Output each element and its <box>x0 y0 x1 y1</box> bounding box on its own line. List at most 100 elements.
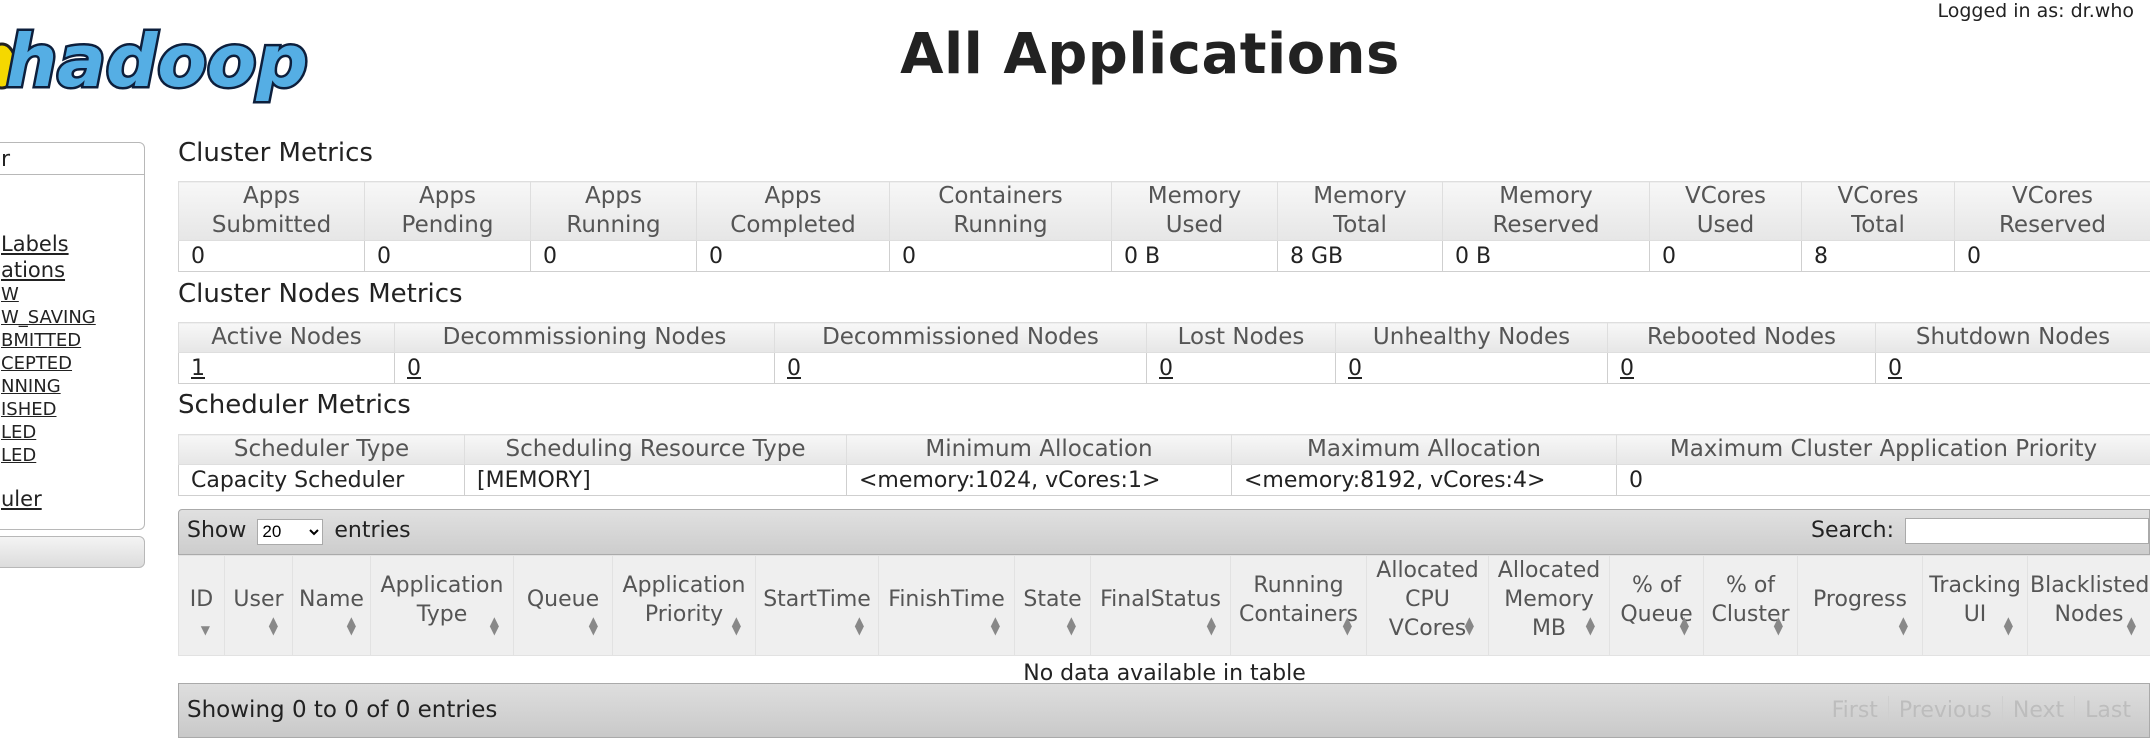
sidebar-item-applications[interactable]: ations <box>1 258 66 282</box>
metric-value: [MEMORY] <box>464 464 847 496</box>
metric-value: 0 <box>696 240 890 272</box>
scheduler-metrics-title: Scheduler Metrics <box>178 390 411 420</box>
sidebar-cluster-header[interactable]: r <box>0 143 144 175</box>
sidebar-item-scheduler[interactable]: uler <box>1 487 42 511</box>
col-id[interactable]: ID▼ <box>178 555 225 656</box>
col-final-status[interactable]: FinalStatus▲▼ <box>1090 555 1231 656</box>
sidebar-item-failed[interactable]: LED <box>1 422 37 443</box>
sort-both-icon: ▲▼ <box>588 614 598 637</box>
nodes-metrics-title: Cluster Nodes Metrics <box>178 279 463 309</box>
metric-value: 0 B <box>1111 240 1278 272</box>
metric-value: 8 GB <box>1277 240 1443 272</box>
sidebar-item-new[interactable]: W <box>1 284 19 305</box>
table-row: Capacity Scheduler [MEMORY] <memory:1024… <box>178 464 2150 496</box>
hadoop-logo[interactable]: hadoop <box>0 14 340 106</box>
sidebar-tools-header[interactable] <box>0 536 145 568</box>
page-length-control: Show 20 entries <box>187 518 411 545</box>
col-progress[interactable]: Progress▲▼ <box>1797 555 1923 656</box>
sort-both-icon: ▲▼ <box>268 614 278 637</box>
sidebar-item-node-labels[interactable]: Labels <box>1 232 69 256</box>
hadoop-logo-text: hadoop <box>6 19 308 103</box>
sort-both-icon: ▲▼ <box>854 614 864 637</box>
sort-both-icon: ▲▼ <box>1206 614 1216 637</box>
sidebar-item-new-saving[interactable]: W_SAVING <box>1 307 96 328</box>
empty-table-message: No data available in table <box>1023 660 1306 686</box>
sort-both-icon: ▲▼ <box>2003 614 2013 637</box>
sidebar-links: Labels ations W W_SAVING BMITTED CEPTED … <box>0 231 161 467</box>
entries-label: entries <box>334 518 411 543</box>
sidebar-item-accepted[interactable]: CEPTED <box>1 353 73 374</box>
metric-value: 0 <box>364 240 531 272</box>
unhealthy-nodes-link[interactable]: 0 <box>1348 355 1362 381</box>
table-row: No data available in table <box>179 656 2150 691</box>
lost-nodes-link[interactable]: 0 <box>1159 355 1173 381</box>
metric-value: <memory:8192, vCores:4> <box>1231 464 1617 496</box>
shutdown-nodes-link[interactable]: 0 <box>1888 355 1902 381</box>
metric-value: Capacity Scheduler <box>178 464 465 496</box>
previous-page-button[interactable]: Previous <box>1887 696 2002 725</box>
entries-info: Showing 0 to 0 of 0 entries <box>187 697 498 723</box>
col-queue[interactable]: Queue▲▼ <box>513 555 613 656</box>
sidebar-item-killed[interactable]: LED <box>1 445 37 466</box>
table-row: 0 0 0 0 0 0 B 8 GB 0 B 0 8 0 <box>178 240 2150 272</box>
col-user[interactable]: User▲▼ <box>224 555 293 656</box>
sidebar-item-running[interactable]: NNING <box>1 376 61 397</box>
sort-both-icon: ▲▼ <box>990 614 1000 637</box>
sort-both-icon: ▲▼ <box>1585 614 1595 637</box>
first-page-button[interactable]: First <box>1831 698 1878 723</box>
metric-value: <memory:1024, vCores:1> <box>846 464 1232 496</box>
decommissioning-nodes-link[interactable]: 0 <box>407 355 421 381</box>
cluster-metrics-title: Cluster Metrics <box>178 138 373 168</box>
col-rebooted-nodes: Rebooted Nodes <box>1607 322 1876 353</box>
next-page-button[interactable]: Next <box>2001 696 2074 725</box>
sort-both-icon: ▲▼ <box>346 614 356 637</box>
col-scheduler-type: Scheduler Type <box>178 434 465 465</box>
sidebar-item-finished[interactable]: ISHED <box>1 399 57 420</box>
sort-both-icon: ▲▼ <box>1679 614 1689 637</box>
col-name[interactable]: Name▲▼ <box>292 555 371 656</box>
scheduler-metrics-table: Scheduler Type Scheduling Resource Type … <box>178 434 2150 496</box>
metric-value: 0 <box>1616 464 2150 496</box>
metric-value: 0 B <box>1442 240 1650 272</box>
last-page-button[interactable]: Last <box>2074 696 2141 725</box>
search-input[interactable] <box>1905 518 2149 544</box>
col-state[interactable]: State▲▼ <box>1014 555 1091 656</box>
metric-value: 0 <box>889 240 1112 272</box>
col-scheduling-resource-type: Scheduling Resource Type <box>464 434 847 465</box>
sort-both-icon: ▲▼ <box>1898 614 1908 637</box>
sort-both-icon: ▲▼ <box>1342 614 1352 637</box>
rebooted-nodes-link[interactable]: 0 <box>1620 355 1634 381</box>
page-size-select[interactable]: 20 <box>257 518 324 545</box>
col-active-nodes: Active Nodes <box>178 322 395 353</box>
col-finish-time[interactable]: FinishTime▲▼ <box>878 555 1015 656</box>
pagination: First Previous Next Last <box>1822 696 2141 725</box>
metric-value: 0 <box>178 240 365 272</box>
sidebar-nav: r Labels ations W W_SAVING BMITTED CEPTE… <box>0 142 145 530</box>
active-nodes-link[interactable]: 1 <box>191 355 205 381</box>
col-start-time[interactable]: StartTime▲▼ <box>755 555 879 656</box>
col-minimum-allocation: Minimum Allocation <box>846 434 1232 465</box>
sort-desc-icon: ▼ <box>200 623 210 637</box>
col-lost-nodes: Lost Nodes <box>1146 322 1336 353</box>
search-control: Search: <box>1811 518 2149 544</box>
col-max-cluster-app-priority: Maximum Cluster Application Priority <box>1616 434 2150 465</box>
col-decommissioning-nodes: Decommissioning Nodes <box>394 322 775 353</box>
sidebar-item-submitted[interactable]: BMITTED <box>1 330 82 351</box>
decommissioned-nodes-link[interactable]: 0 <box>787 355 801 381</box>
